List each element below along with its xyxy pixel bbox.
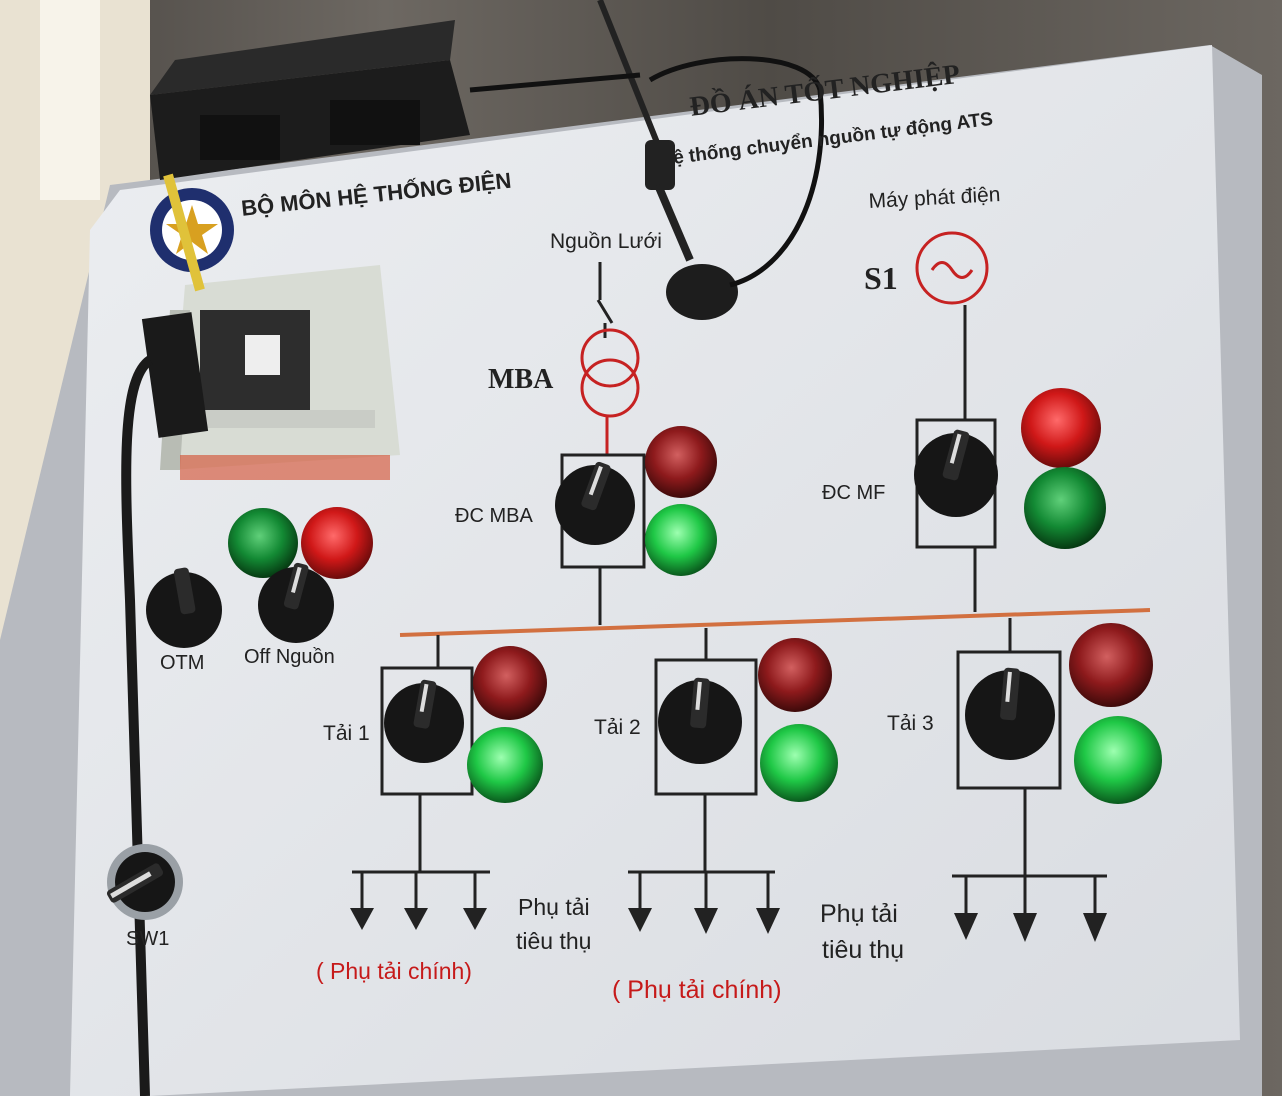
- load-arrows: [350, 908, 1107, 942]
- switch-otm[interactable]: [146, 567, 222, 648]
- switch-sw1[interactable]: [106, 844, 183, 920]
- lamp-load3-green: [1074, 716, 1162, 804]
- breaker-mf-label: ĐC MF: [822, 482, 886, 504]
- lamp-mf-red: [1021, 388, 1101, 468]
- load2-label: Tải 2: [594, 716, 641, 739]
- lamp-load3-red: [1069, 623, 1153, 707]
- router-device: [150, 20, 470, 180]
- yellow-tape: [163, 173, 205, 292]
- lamp-load2-red: [758, 638, 832, 712]
- single-line-diagram: [352, 231, 1151, 915]
- switch-load1[interactable]: [384, 679, 464, 763]
- lamp-load1-red: [473, 646, 547, 720]
- consumer-load-label-2a: Phụ tải: [518, 894, 590, 920]
- indicator-lamps: [228, 388, 1162, 804]
- lamp-off-red: [301, 507, 373, 579]
- consumer-load-label-3b: tiêu thụ: [822, 936, 905, 964]
- lamp-mba-red: [645, 426, 717, 498]
- breaker-mba-label: ĐC MBA: [455, 505, 533, 527]
- lamp-load1-green: [467, 727, 543, 803]
- lamp-mf-green: [1024, 467, 1106, 549]
- switch-off-power[interactable]: [258, 562, 334, 643]
- consumer-load-label-3a: Phụ tải: [820, 900, 898, 928]
- switch-load3[interactable]: [965, 667, 1055, 760]
- selector-switches: [106, 429, 1055, 920]
- lamp-load2-green: [760, 724, 838, 802]
- generator-id: S1: [864, 260, 898, 296]
- grid-source-label: Nguồn Lưới: [550, 230, 662, 253]
- plc-controller: [141, 265, 400, 480]
- consumer-load-label-2b: tiêu thụ: [516, 928, 592, 954]
- main-load-label-1: ( Phụ tải chính): [316, 958, 472, 984]
- otm-label: OTM: [160, 652, 205, 674]
- load1-label: Tải 1: [323, 722, 370, 745]
- antenna: [469, 0, 824, 320]
- switch-mf[interactable]: [914, 429, 998, 517]
- cable: [121, 355, 154, 1096]
- off-power-label: Off Nguồn: [244, 646, 335, 668]
- main-load-label-2: ( Phụ tải chính): [612, 976, 782, 1004]
- sw1-label: SW1: [126, 928, 170, 950]
- lamp-off-green: [228, 508, 298, 578]
- transformer-label: MBA: [488, 364, 554, 395]
- lamp-mba-green: [645, 504, 717, 576]
- load3-label: Tải 3: [887, 712, 934, 735]
- switch-mba[interactable]: [555, 461, 635, 545]
- switch-load2[interactable]: [658, 677, 742, 764]
